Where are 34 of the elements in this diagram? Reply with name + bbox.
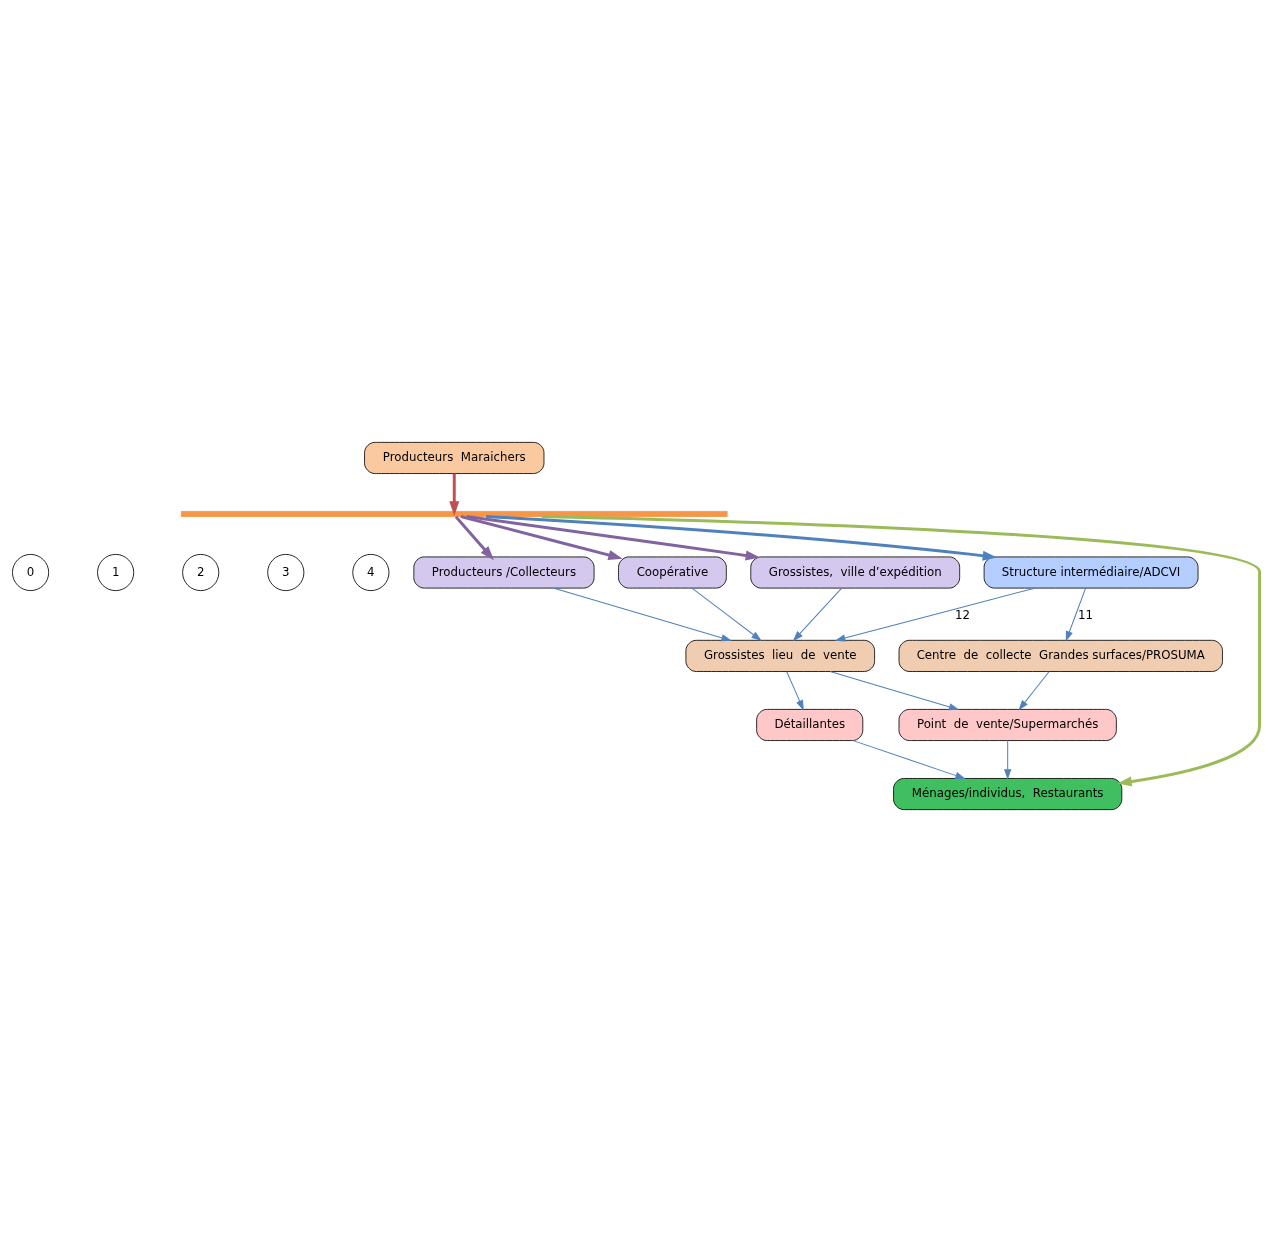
node-circle: 2 [182,554,220,592]
arrow [1004,740,1012,780]
arrow [1018,671,1050,711]
node-box: Producteurs /Collecteurs [413,556,595,589]
arrow [1065,587,1087,642]
arrow [834,587,1036,642]
node-box: Grossistes, ville d’expédition [750,556,961,589]
arrow [792,587,842,642]
node-circle: 3 [267,554,305,592]
arrow [449,473,460,516]
node-bar [180,511,728,517]
arrow [553,587,732,642]
node-box: Centre de collecte Grandes surfaces/PROSUMA [898,639,1223,672]
arrow [691,587,762,642]
node-circle: 0 [12,554,50,592]
node-box: Grossistes lieu de vente [685,639,875,672]
node-box: Producteurs Maraichers [364,441,545,474]
node-circle: 4 [352,554,390,592]
arrow [466,515,760,561]
node-box: Coopérative [618,556,727,589]
node-circle: 1 [97,554,135,592]
edge-label: 11 [1078,607,1094,622]
edge-label: 12 [955,607,971,622]
arrow [786,671,804,711]
node-box: Structure intermédiaire/ADCVI [983,556,1199,589]
arrow [852,740,966,780]
arrow [454,515,494,561]
node-box: Détaillantes [756,708,864,741]
arrow [829,671,960,711]
node-box: Point de vente/Supermarchés [898,708,1117,741]
arrow [486,515,997,561]
arrow [541,515,1261,787]
arrow [460,515,623,560]
node-box: Ménages/individus, Restaurants [893,778,1123,811]
